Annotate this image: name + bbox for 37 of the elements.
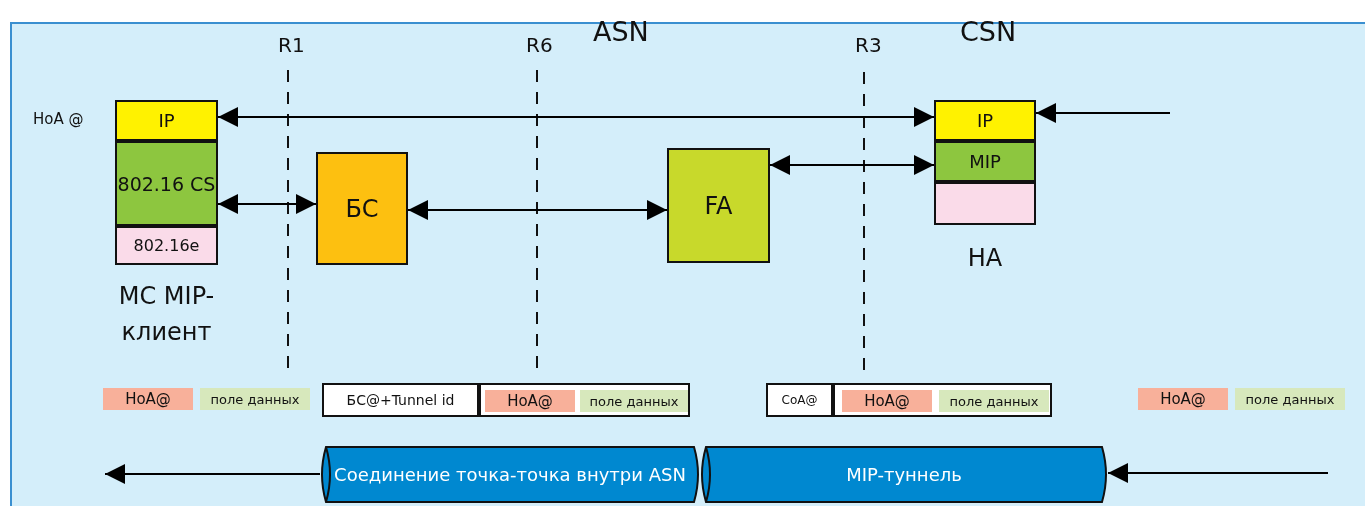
address-field: HoA@ [485, 390, 575, 412]
packet-frame [479, 383, 690, 417]
station-label: МС MIP-клиент [117, 281, 216, 348]
arrow [217, 194, 317, 214]
phy-layer-box: 802.16e [115, 226, 218, 265]
arrow [217, 107, 935, 127]
payload-field: поле данных [939, 390, 1049, 412]
arrow [1035, 103, 1171, 123]
foreign-agent-box: FA [667, 148, 770, 263]
reference-point-label: R3 [855, 33, 882, 57]
payload-field: поле данных [580, 390, 688, 412]
arrow [104, 464, 321, 484]
ip-layer-box: IP [115, 100, 218, 141]
arrow [769, 155, 935, 175]
tunnel-label: Соединение точка-точка внутри ASN [334, 463, 686, 486]
address-label: HoA @ [33, 110, 84, 128]
ip-layer-box: IP [934, 100, 1036, 141]
arrow [407, 200, 668, 220]
address-field: HoA@ [103, 388, 193, 410]
layer-box [934, 182, 1036, 225]
address-cell: CoA@ [766, 383, 833, 417]
base-station-box: БС [316, 152, 408, 265]
address-field: HoA@ [1138, 388, 1228, 410]
tunnel-label: MIP-туннель [846, 463, 962, 486]
arrow [1107, 463, 1329, 483]
reference-point-label: R6 [526, 33, 553, 57]
cs-layer-box: 802.16 CS [115, 141, 218, 226]
tunnel-header-cell: БС@+Tunnel id [322, 383, 479, 417]
address-field: HoA@ [842, 390, 932, 412]
payload-field: поле данных [1235, 388, 1345, 410]
mip-layer-box: MIP [934, 141, 1036, 182]
station-label: HA [966, 243, 1004, 274]
network-label: CSN [960, 16, 1017, 47]
packet-frame [833, 383, 1052, 417]
reference-point-label: R1 [278, 33, 305, 57]
network-label: ASN [593, 16, 649, 47]
payload-field: поле данных [200, 388, 310, 410]
